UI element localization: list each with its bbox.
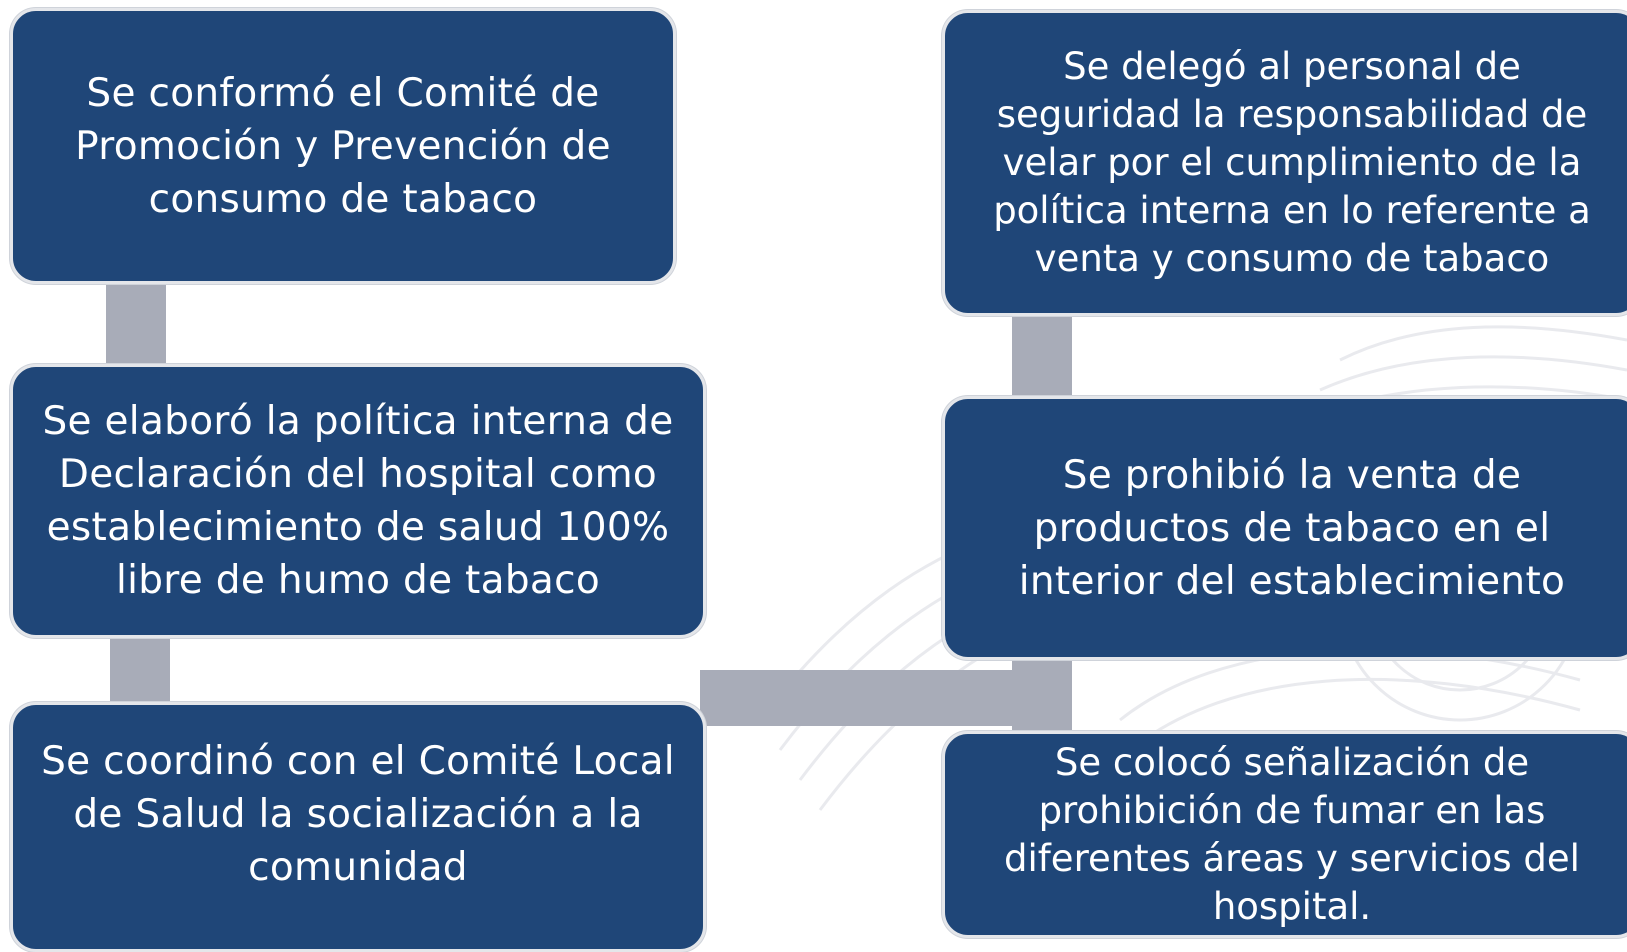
- step-box-personal-seguridad: Se delegó al personal de seguridad la re…: [942, 10, 1627, 316]
- step-box-senalizacion: Se colocó señalización de prohibición de…: [942, 731, 1627, 938]
- step-text: Se colocó señalización de prohibición de…: [1004, 740, 1580, 928]
- connector-1-2: [106, 274, 166, 368]
- step-box-prohibicion-venta: Se prohibió la venta de productos de tab…: [942, 396, 1627, 660]
- connector-2-3: [110, 628, 170, 706]
- connector-3-6-vertical: [1012, 650, 1072, 736]
- connector-5-4: [1012, 306, 1072, 400]
- step-box-comite-local: Se coordinó con el Comité Local de Salud…: [10, 702, 706, 952]
- step-text: Se delegó al personal de seguridad la re…: [993, 45, 1591, 280]
- connector-3-6-horizontal: [700, 670, 1072, 726]
- step-text: Se prohibió la venta de productos de tab…: [1018, 452, 1566, 604]
- step-box-comite: Se conformó el Comité de Promoción y Pre…: [10, 8, 676, 284]
- step-text: Se conformó el Comité de Promoción y Pre…: [75, 70, 611, 222]
- step-text: Se coordinó con el Comité Local de Salud…: [41, 738, 675, 890]
- step-text: Se elaboró la política interna de Declar…: [42, 399, 674, 603]
- step-box-politica-interna: Se elaboró la política interna de Declar…: [10, 364, 706, 638]
